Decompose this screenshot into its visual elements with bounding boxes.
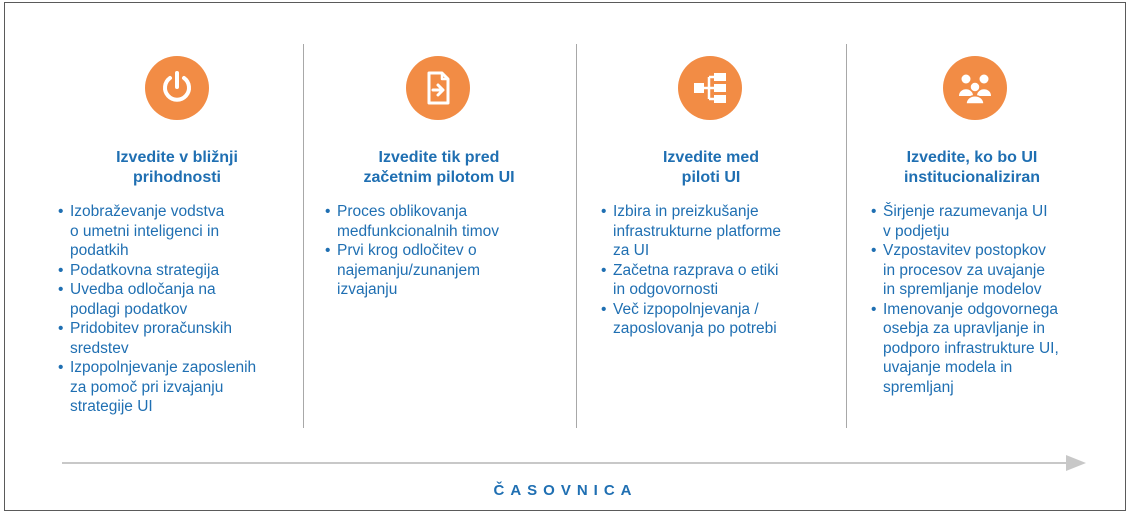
list-item: Uvedba odločanja na podlagi podatkov — [58, 280, 256, 319]
phase-item-list: Izbira in preizkušanje infrastrukturne p… — [601, 202, 781, 339]
phase-column-before-pilot: Izvedite tik pred začetnim pilotom UI Pr… — [303, 44, 575, 428]
phase-item-list: Izobraževanje vodstva o umetni inteligen… — [58, 202, 256, 417]
timeline-line — [62, 462, 1068, 464]
list-item: Izpopolnjevanje zaposlenih za pomoč pri … — [58, 358, 256, 417]
list-item: Podatkovna strategija — [58, 261, 256, 281]
list-item: Pridobitev proračunskih sredstev — [58, 319, 256, 358]
phase-column-during-pilots: Izvedite med piloti UI Izbira in preizku… — [577, 44, 845, 428]
phase-column-institutionalized: Izvedite, ko bo UI institucionaliziran Š… — [847, 44, 1097, 428]
power-icon — [145, 56, 209, 120]
phase-item-list: Širjenje razumevanja UI v podjetju Vzpos… — [871, 202, 1059, 397]
list-item: Širjenje razumevanja UI v podjetju — [871, 202, 1059, 241]
phase-column-near-future: Izvedite v bližnji prihodnosti Izobražev… — [58, 44, 296, 428]
list-item: Vzpostavitev postopkov in procesov za uv… — [871, 241, 1059, 300]
phase-title: Izvedite, ko bo UI institucionaliziran — [903, 149, 1040, 186]
phase-title: Izvedite med piloti UI — [662, 149, 760, 186]
diagram-frame — [4, 2, 1126, 511]
document-arrow-icon — [406, 56, 470, 120]
people-icon — [943, 56, 1007, 120]
list-item: Imenovanje odgovornega osebja za upravlj… — [871, 300, 1059, 398]
timeline-arrow-icon — [1066, 455, 1086, 471]
timeline-label: ČASOVNICA — [493, 482, 638, 499]
list-item: Začetna razprava o etiki in odgovornosti — [601, 261, 781, 300]
phase-item-list: Proces oblikovanja medfunkcionalnih timo… — [325, 202, 499, 300]
column-divider — [576, 44, 577, 428]
list-item: Prvi krog odločitev o najemanju/zunanjem… — [325, 241, 499, 300]
column-divider — [846, 44, 847, 428]
list-item: Več izpopolnjevanja / zaposlovanja po po… — [601, 300, 781, 339]
list-item: Izobraževanje vodstva o umetni inteligen… — [58, 202, 256, 261]
column-divider — [303, 44, 304, 428]
hierarchy-icon — [678, 56, 742, 120]
list-item: Proces oblikovanja medfunkcionalnih timo… — [325, 202, 499, 241]
list-item: Izbira in preizkušanje infrastrukturne p… — [601, 202, 781, 261]
phase-title: Izvedite v bližnji prihodnosti — [116, 149, 238, 186]
phase-title: Izvedite tik pred začetnim pilotom UI — [363, 149, 515, 186]
